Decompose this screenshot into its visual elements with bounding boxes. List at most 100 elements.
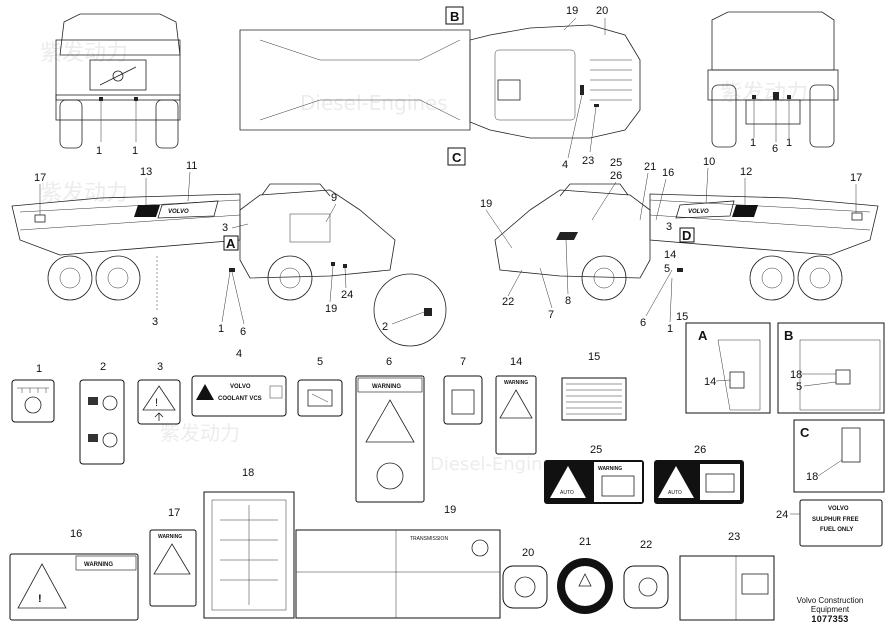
decal-21 xyxy=(557,558,613,614)
decal-1 xyxy=(11,379,55,423)
inset-b xyxy=(777,322,885,414)
svg-text:1: 1 xyxy=(786,137,792,149)
letter-labels: B C A D A B C xyxy=(226,6,810,440)
svg-text:19: 19 xyxy=(325,303,337,315)
svg-text:7: 7 xyxy=(460,356,466,368)
svg-text:D: D xyxy=(682,228,691,243)
svg-text:COOLANT VCS: COOLANT VCS xyxy=(218,396,262,402)
svg-text:1: 1 xyxy=(36,363,42,375)
svg-text:20: 20 xyxy=(522,547,534,559)
svg-text:17: 17 xyxy=(168,507,180,519)
decal-2 xyxy=(79,379,125,465)
volvo-logo-left: VOLVO xyxy=(168,209,189,215)
svg-text:14: 14 xyxy=(704,376,716,388)
svg-text:26: 26 xyxy=(694,444,706,456)
svg-text:TRANSMISSION: TRANSMISSION xyxy=(410,536,448,542)
svg-text:19: 19 xyxy=(444,504,456,516)
svg-text:23: 23 xyxy=(582,155,594,167)
svg-text:13: 13 xyxy=(140,166,152,178)
volvo-logo-right: VOLVO xyxy=(688,209,709,215)
svg-text:FUEL ONLY: FUEL ONLY xyxy=(820,527,853,533)
svg-text:16: 16 xyxy=(662,167,674,179)
decal-16: ! WARNING xyxy=(9,553,139,621)
svg-text:15: 15 xyxy=(588,351,600,363)
svg-text:紫发动力: 紫发动力 xyxy=(720,81,808,106)
svg-text:22: 22 xyxy=(502,296,514,308)
decal-15 xyxy=(561,377,627,421)
svg-text:AUTO: AUTO xyxy=(668,490,682,496)
svg-text:17: 17 xyxy=(34,172,46,184)
svg-text:6: 6 xyxy=(386,356,392,368)
svg-text:B: B xyxy=(450,9,459,24)
svg-text:!: ! xyxy=(155,397,158,409)
decal-5 xyxy=(297,379,343,417)
svg-text:22: 22 xyxy=(640,539,652,551)
decal-20 xyxy=(502,565,548,609)
location-marker-d xyxy=(679,227,695,243)
svg-text:1: 1 xyxy=(96,145,102,157)
svg-text:A: A xyxy=(226,236,236,251)
svg-text:12: 12 xyxy=(740,166,752,178)
svg-text:6: 6 xyxy=(640,317,646,329)
callout-numbers: 1 1 19 20 4 23 1 6 1 17 13 11 9 3 3 1 6 … xyxy=(34,5,862,559)
svg-text:19: 19 xyxy=(566,5,578,17)
svg-text:19: 19 xyxy=(480,198,492,210)
svg-text:5: 5 xyxy=(317,356,323,368)
svg-text:9: 9 xyxy=(331,192,337,204)
svg-text:3: 3 xyxy=(152,316,158,328)
svg-text:SULPHUR FREE: SULPHUR FREE xyxy=(812,517,859,523)
watermark: 紫发动力 Diesel-Engines 紫发动力 紫发动力 紫发动力 Diese… xyxy=(40,41,808,475)
decal-17: WARNING xyxy=(149,529,197,607)
svg-text:24: 24 xyxy=(776,509,788,521)
svg-text:26: 26 xyxy=(610,170,622,182)
svg-text:14: 14 xyxy=(510,356,522,368)
right-side-view-truck xyxy=(373,183,879,347)
svg-text:18: 18 xyxy=(806,471,818,483)
decal-6: WARNING xyxy=(355,375,425,503)
svg-text:5: 5 xyxy=(664,263,670,275)
svg-text:4: 4 xyxy=(236,348,242,360)
brand-line-1: Volvo Construction xyxy=(796,596,864,605)
svg-text:1: 1 xyxy=(750,137,756,149)
svg-text:25: 25 xyxy=(590,444,602,456)
decal-22 xyxy=(623,565,669,609)
svg-text:23: 23 xyxy=(728,531,740,543)
svg-text:2: 2 xyxy=(382,321,388,333)
left-side-view-truck xyxy=(11,183,396,312)
svg-text:WARNING: WARNING xyxy=(598,466,622,472)
svg-text:20: 20 xyxy=(596,5,608,17)
svg-text:AUTO: AUTO xyxy=(560,490,574,496)
svg-text:15: 15 xyxy=(676,311,688,323)
svg-text:10: 10 xyxy=(703,156,715,168)
svg-text:C: C xyxy=(800,425,810,440)
decal-23 xyxy=(679,555,775,621)
svg-text:VOLVO: VOLVO xyxy=(828,506,849,512)
decal-25: AUTO WARNING xyxy=(544,460,644,504)
svg-text:WARNING: WARNING xyxy=(372,384,401,390)
svg-text:3: 3 xyxy=(222,222,228,234)
svg-text:24: 24 xyxy=(341,289,353,301)
decal-24: VOLVO SULPHUR FREE FUEL ONLY xyxy=(799,499,883,547)
svg-text:25: 25 xyxy=(610,157,622,169)
detail-circle xyxy=(373,273,447,347)
svg-text:16: 16 xyxy=(70,528,82,540)
drawing-footer: Volvo Construction Equipment 1077353 xyxy=(780,596,880,624)
svg-text:B: B xyxy=(784,328,793,343)
svg-text:紫发动力: 紫发动力 xyxy=(40,41,128,66)
rear-view-truck xyxy=(707,11,839,148)
decal-14: WARNING xyxy=(495,375,537,455)
svg-text:1: 1 xyxy=(667,323,673,335)
svg-text:WARNING: WARNING xyxy=(158,534,182,540)
svg-text:A: A xyxy=(698,328,708,343)
top-view-truck xyxy=(239,17,641,159)
svg-text:11: 11 xyxy=(186,160,197,172)
svg-text:VOLVO: VOLVO xyxy=(230,384,251,390)
svg-text:1: 1 xyxy=(132,145,138,157)
svg-text:6: 6 xyxy=(240,326,246,338)
decal-26: AUTO xyxy=(654,460,744,504)
svg-text:14: 14 xyxy=(664,249,676,261)
decal-18 xyxy=(203,491,295,619)
leader-lines xyxy=(39,167,857,515)
svg-text:18: 18 xyxy=(242,467,254,479)
